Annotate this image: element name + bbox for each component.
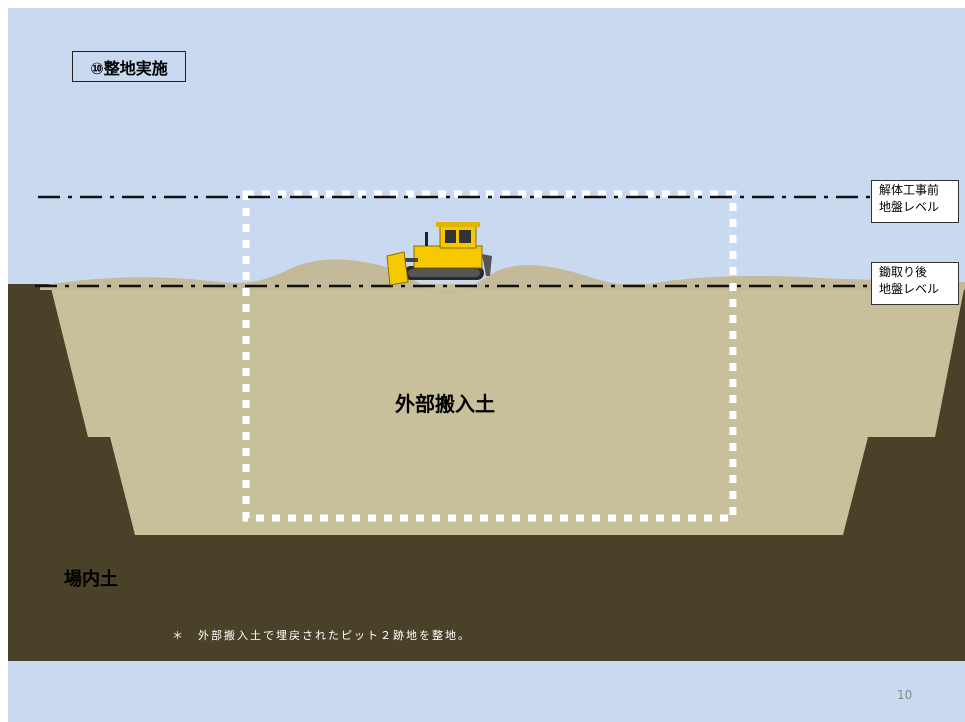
- external-fill-soil-area: [50, 284, 965, 535]
- page-number: 10: [897, 688, 913, 702]
- site-soil-label: 場内土: [64, 569, 118, 590]
- slide-title: ⑩整地実施: [72, 51, 186, 82]
- pre-demolition-ground-level-label: 解体工事前 地盤レベル: [871, 180, 959, 223]
- bulldozer-icon: [386, 222, 492, 286]
- footnote: ＊ 外部搬入土で埋戻されたピット２跡地を整地。: [172, 629, 471, 642]
- external-fill-soil-label: 外部搬入土: [395, 392, 495, 416]
- post-excavation-ground-level-label: 鋤取り後 地盤レベル: [871, 262, 959, 305]
- pit-2-dashed-outline: [242, 190, 737, 522]
